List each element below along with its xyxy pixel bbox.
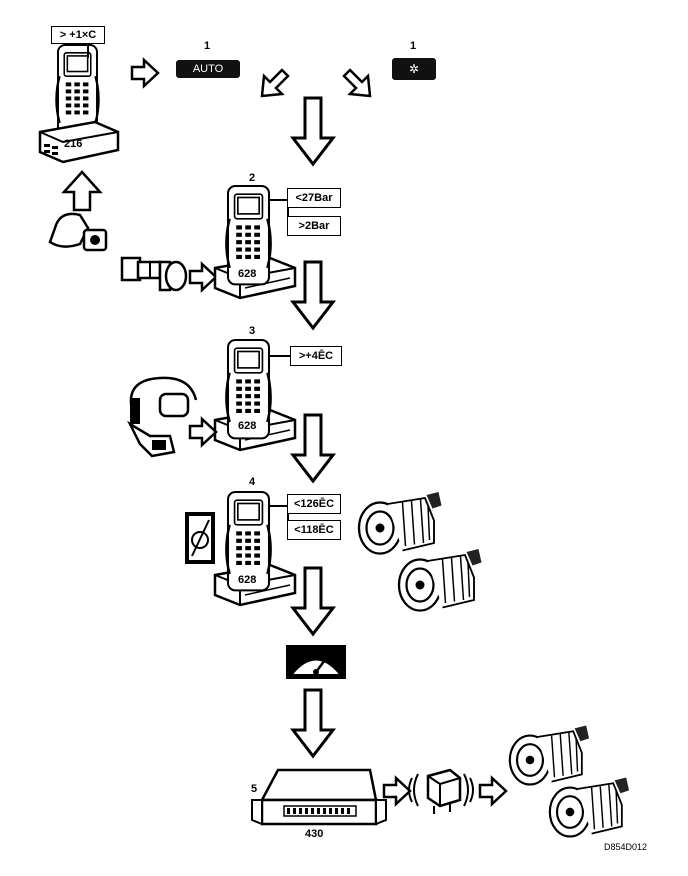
- compressor-icon: [508, 724, 591, 786]
- fan-badge: ✲: [392, 58, 436, 80]
- temperature-sensor-icon: [48, 212, 108, 252]
- step-number: 2: [249, 172, 256, 184]
- device-number-430: 430: [305, 828, 324, 840]
- step-number: 1: [204, 40, 211, 52]
- compressor-icon: [357, 490, 443, 555]
- step-number: 3: [249, 325, 256, 337]
- device-number-628: 628: [238, 268, 257, 280]
- step-number: 1: [410, 40, 417, 52]
- threshold-box: <27Bar: [287, 188, 341, 208]
- arrow-down: [291, 566, 335, 636]
- arrow-right: [382, 776, 412, 806]
- arrow-down: [291, 260, 335, 330]
- compressor-icon: [397, 547, 483, 612]
- module-216: [38, 120, 120, 164]
- threshold-box: <126ĒC: [287, 494, 341, 514]
- auto-badge: AUTO: [176, 60, 240, 78]
- step-number: 5: [251, 783, 258, 795]
- box-divider: [287, 208, 289, 216]
- arrow-down: [291, 96, 335, 166]
- arrow-right: [188, 262, 218, 292]
- relay-icon: [408, 768, 474, 814]
- box-divider: [287, 514, 289, 520]
- arrow-down: [291, 688, 335, 758]
- sensor-clamp-icon: [126, 376, 198, 458]
- pressure-sensor-icon: [120, 256, 188, 292]
- device-number-628: 628: [238, 574, 257, 586]
- coolant-gauge-icon: [185, 512, 215, 564]
- arrow-diagonal-right: [342, 68, 372, 98]
- device-number-216: 216: [64, 138, 83, 150]
- compressor-icon: [548, 776, 631, 838]
- arrow-diagonal-left: [260, 68, 290, 98]
- arrow-down: [291, 413, 335, 483]
- temperature-gauge-icon: [286, 645, 346, 679]
- arrow-up: [61, 170, 103, 212]
- fan-icon: ✲: [408, 62, 420, 76]
- arrow-right: [130, 58, 160, 88]
- step-number: 4: [249, 476, 256, 488]
- ecu-module-430: [251, 768, 387, 826]
- device-number-628: 628: [238, 420, 257, 432]
- threshold-box-top: > +1×C: [51, 26, 105, 44]
- threshold-box: >+4ĒC: [290, 346, 342, 366]
- arrow-right: [478, 776, 508, 806]
- threshold-box: <118ĒC: [287, 520, 341, 540]
- threshold-box: >2Bar: [287, 216, 341, 236]
- arrow-right: [188, 417, 218, 447]
- figure-code: D854D012: [604, 842, 648, 852]
